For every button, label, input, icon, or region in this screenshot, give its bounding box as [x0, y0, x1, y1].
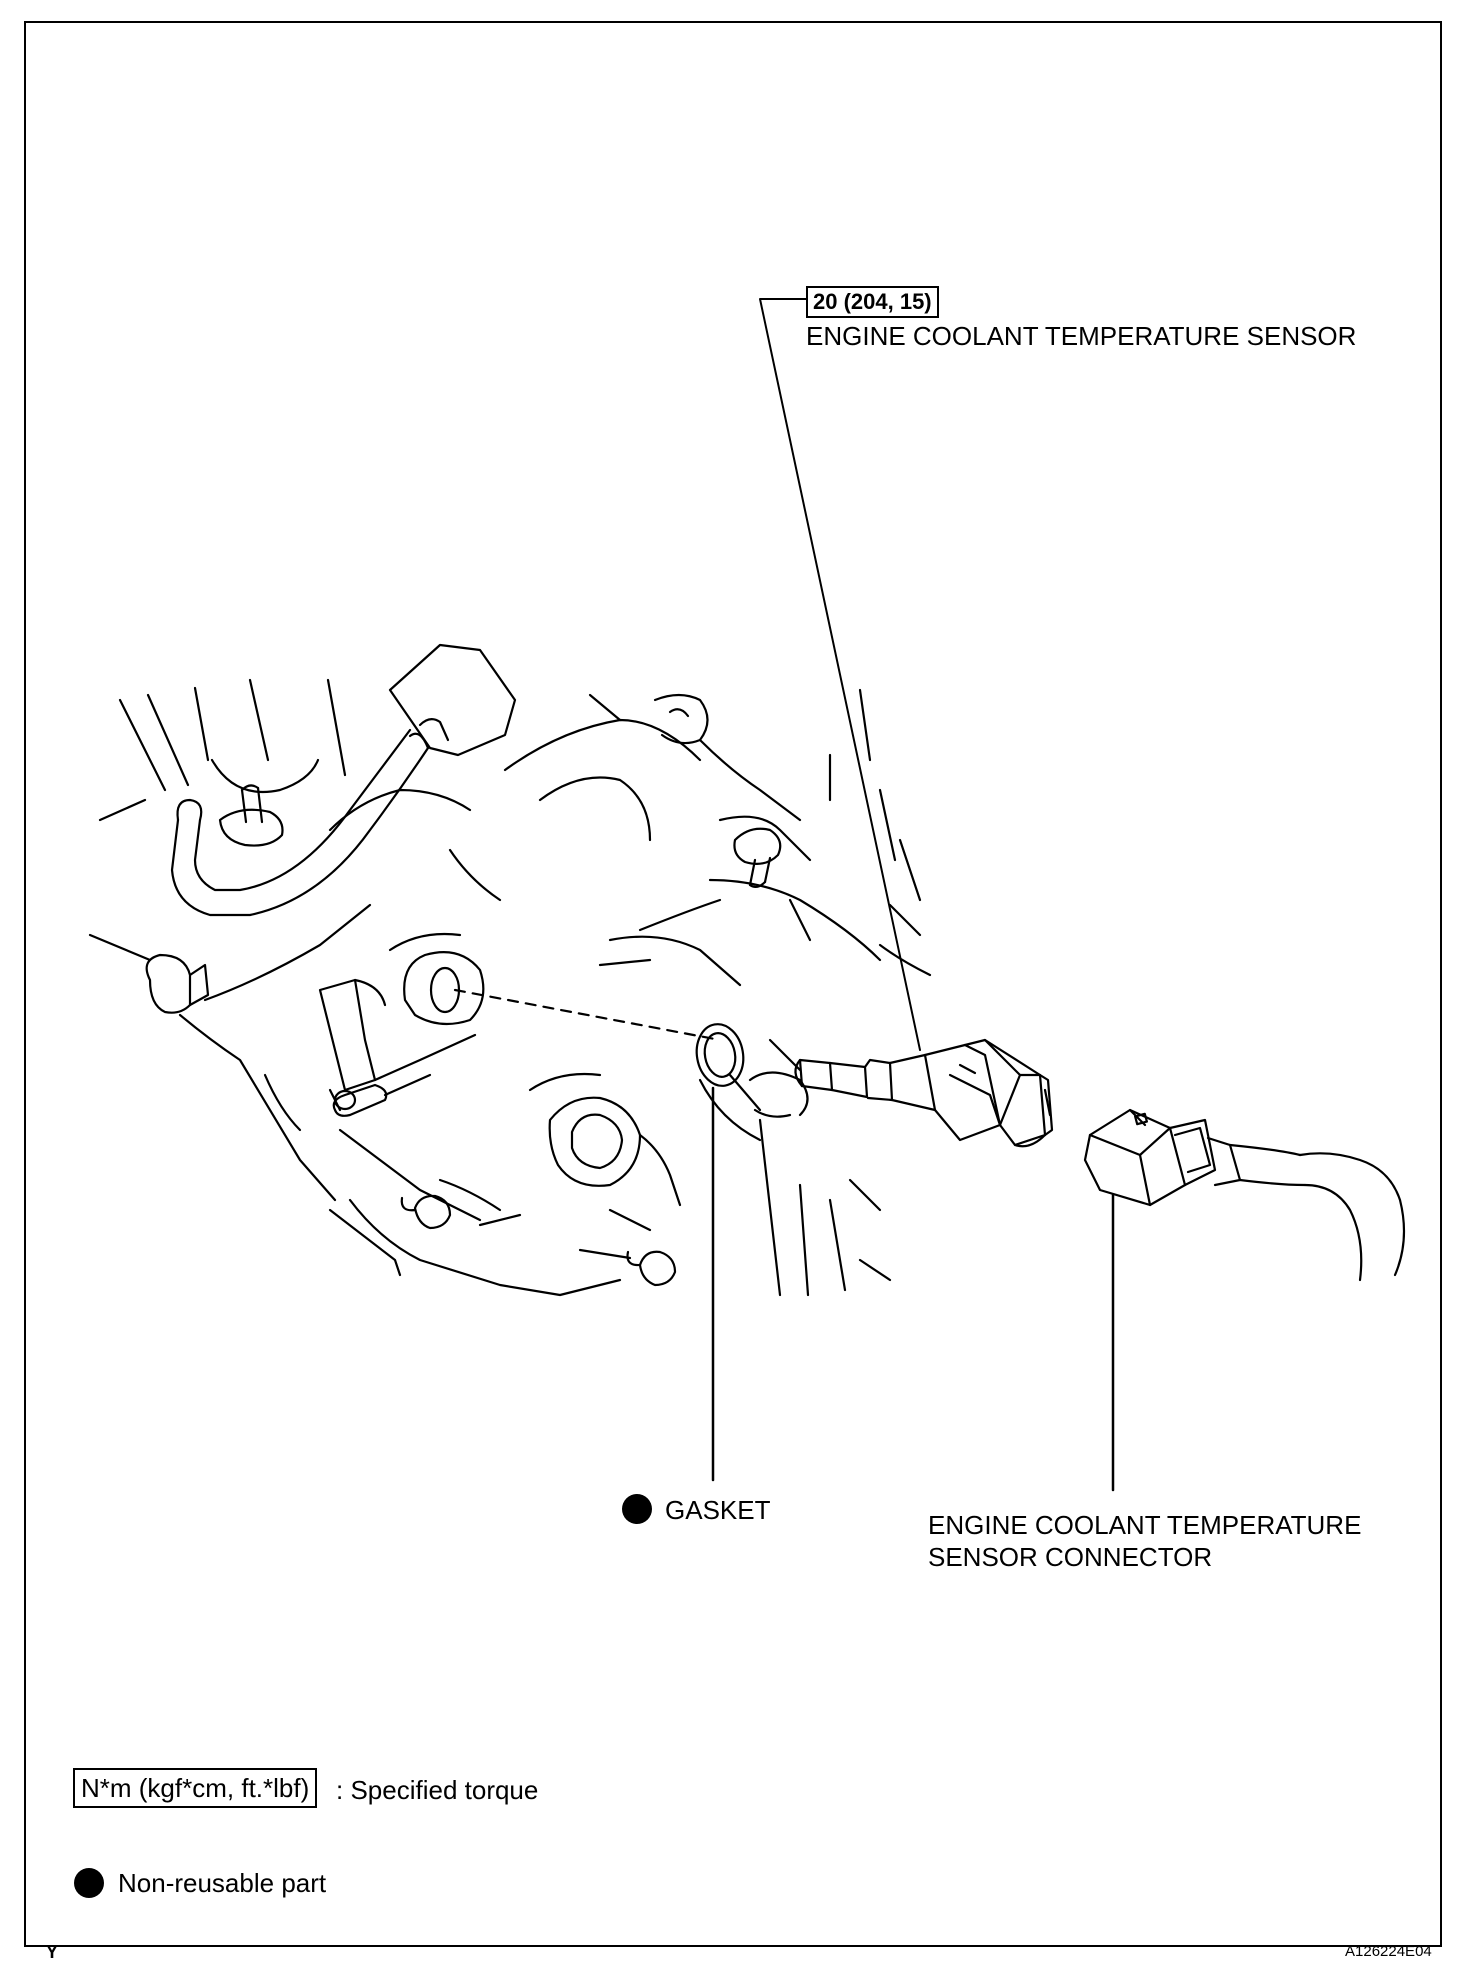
install-axis-line [453, 988, 722, 1042]
diagram-frame [24, 21, 1442, 1947]
legend-torque-units: N*m (kgf*cm, ft.*lbf) [81, 1773, 310, 1803]
non-reusable-marker-icon [622, 1494, 652, 1524]
ect-sensor-label: ENGINE COOLANT TEMPERATURE SENSOR [806, 321, 1357, 351]
engine-block-drawing [88, 643, 932, 1297]
footer-left-mark: Y [46, 1942, 59, 1962]
gasket-label: GASKET [665, 1495, 771, 1525]
ect-sensor-drawing [794, 1038, 1054, 1148]
legend-non-reusable-desc: Non-reusable part [118, 1868, 327, 1898]
ect-sensor-leader-line [759, 298, 921, 1051]
torque-spec-value: 20 (204, 15) [813, 289, 932, 314]
legend-torque-box: N*m (kgf*cm, ft.*lbf) [73, 1768, 318, 1808]
legend-non-reusable-icon [74, 1868, 104, 1898]
gasket-ring [695, 1023, 745, 1087]
ect-connector-drawing [1083, 1108, 1406, 1282]
legend-torque-desc: : Specified torque [336, 1775, 539, 1805]
torque-spec-box: 20 (204, 15) [806, 286, 939, 318]
connector-label-line1: ENGINE COOLANT TEMPERATURE [928, 1510, 1362, 1540]
figure-id: A126224E04 [1345, 1943, 1432, 1960]
connector-label-line2: SENSOR CONNECTOR [928, 1542, 1213, 1572]
